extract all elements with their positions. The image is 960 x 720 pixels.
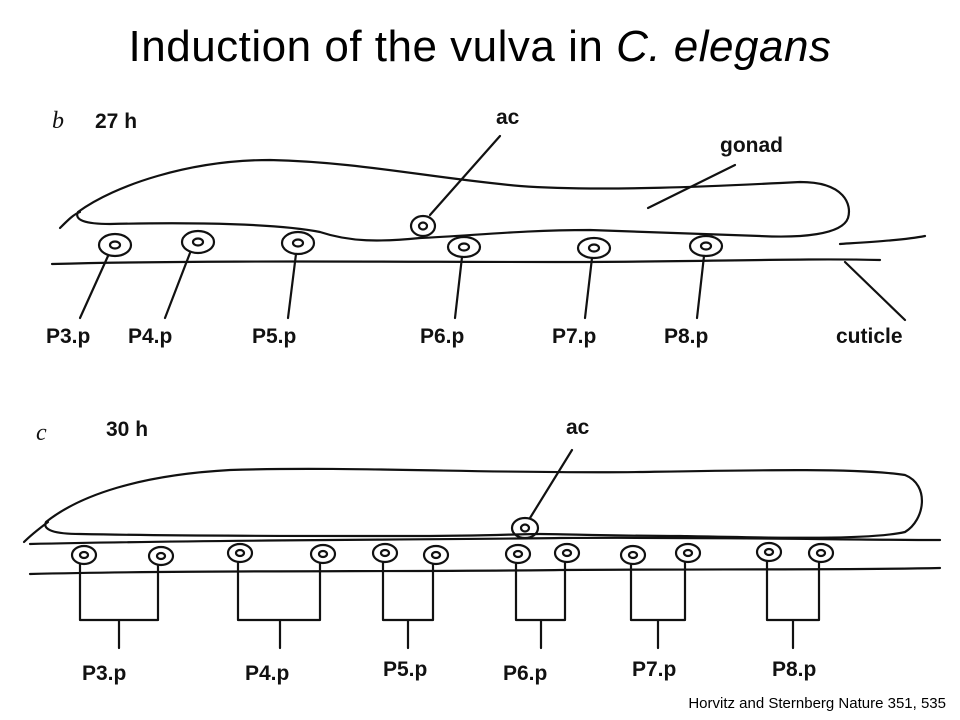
cell-p3p-b [78,232,133,320]
cell-p8p-b [688,234,724,320]
ac-pointer-c [528,448,574,520]
cell-p5p-b [280,230,316,320]
cell-pair-p5p-c [371,542,450,650]
panel-c-letter: c [36,420,47,446]
cell-label-p6p-b: P6.p [420,325,464,348]
cell-label-p8p-c: P8.p [772,658,816,681]
cell-p7p-b [576,236,612,320]
panel-b-letter: b [52,108,64,134]
gonad-outline-b [76,158,850,242]
ac-label-b: ac [496,106,520,129]
cuticle-label: cuticle [836,325,903,348]
cell-label-p5p-c: P5.p [383,658,427,681]
cuticle-line-b-upper [838,234,927,246]
gonad-tail-b [58,210,82,230]
anchor-cell-c [510,516,540,540]
gonad-label: gonad [720,134,783,157]
cell-label-p5p-b: P5.p [252,325,296,348]
cuticle-line-b [50,258,882,266]
body-line-c-lower [28,566,942,576]
panel-b: b 27 h ac gonad cuticle [46,106,927,348]
panel-c: c 30 h ac [22,416,942,685]
panel-b-time: 27 h [95,110,137,133]
cell-label-p7p-c: P7.p [632,658,676,681]
citation: Horvitz and Sternberg Nature 351, 535 [688,695,946,712]
anchor-cell-b [409,214,437,238]
cell-label-p8p-b: P8.p [664,325,708,348]
page-title: Induction of the vulva in C. elegans [0,22,960,72]
cell-pair-p6p-c [504,542,581,650]
title-species: C. elegans [616,22,832,71]
title-main: Induction of the vulva in [128,22,617,71]
cell-p6p-b [446,235,482,320]
cell-p4p-b [163,229,216,320]
gonad-tail-c [22,520,50,544]
cell-label-p3p-c: P3.p [82,662,126,685]
gonad-pointer [646,163,737,210]
cell-label-p4p-c: P4.p [245,662,289,685]
ac-label-c: ac [566,416,590,439]
cell-label-p3p-b: P3.p [46,325,90,348]
cell-pair-p4p-c [226,542,337,650]
panel-c-time: 30 h [106,418,148,441]
gonad-outline-c [44,467,923,539]
cell-pair-p3p-c [70,544,175,650]
cell-pair-p8p-c [755,541,835,650]
cuticle-pointer [843,260,907,322]
cell-label-p6p-c: P6.p [503,662,547,685]
body-line-c-upper [28,536,942,546]
cell-label-p4p-b: P4.p [128,325,172,348]
cell-label-p7p-b: P7.p [552,325,596,348]
cell-pair-p7p-c [619,542,702,650]
ac-pointer-b [428,134,502,217]
